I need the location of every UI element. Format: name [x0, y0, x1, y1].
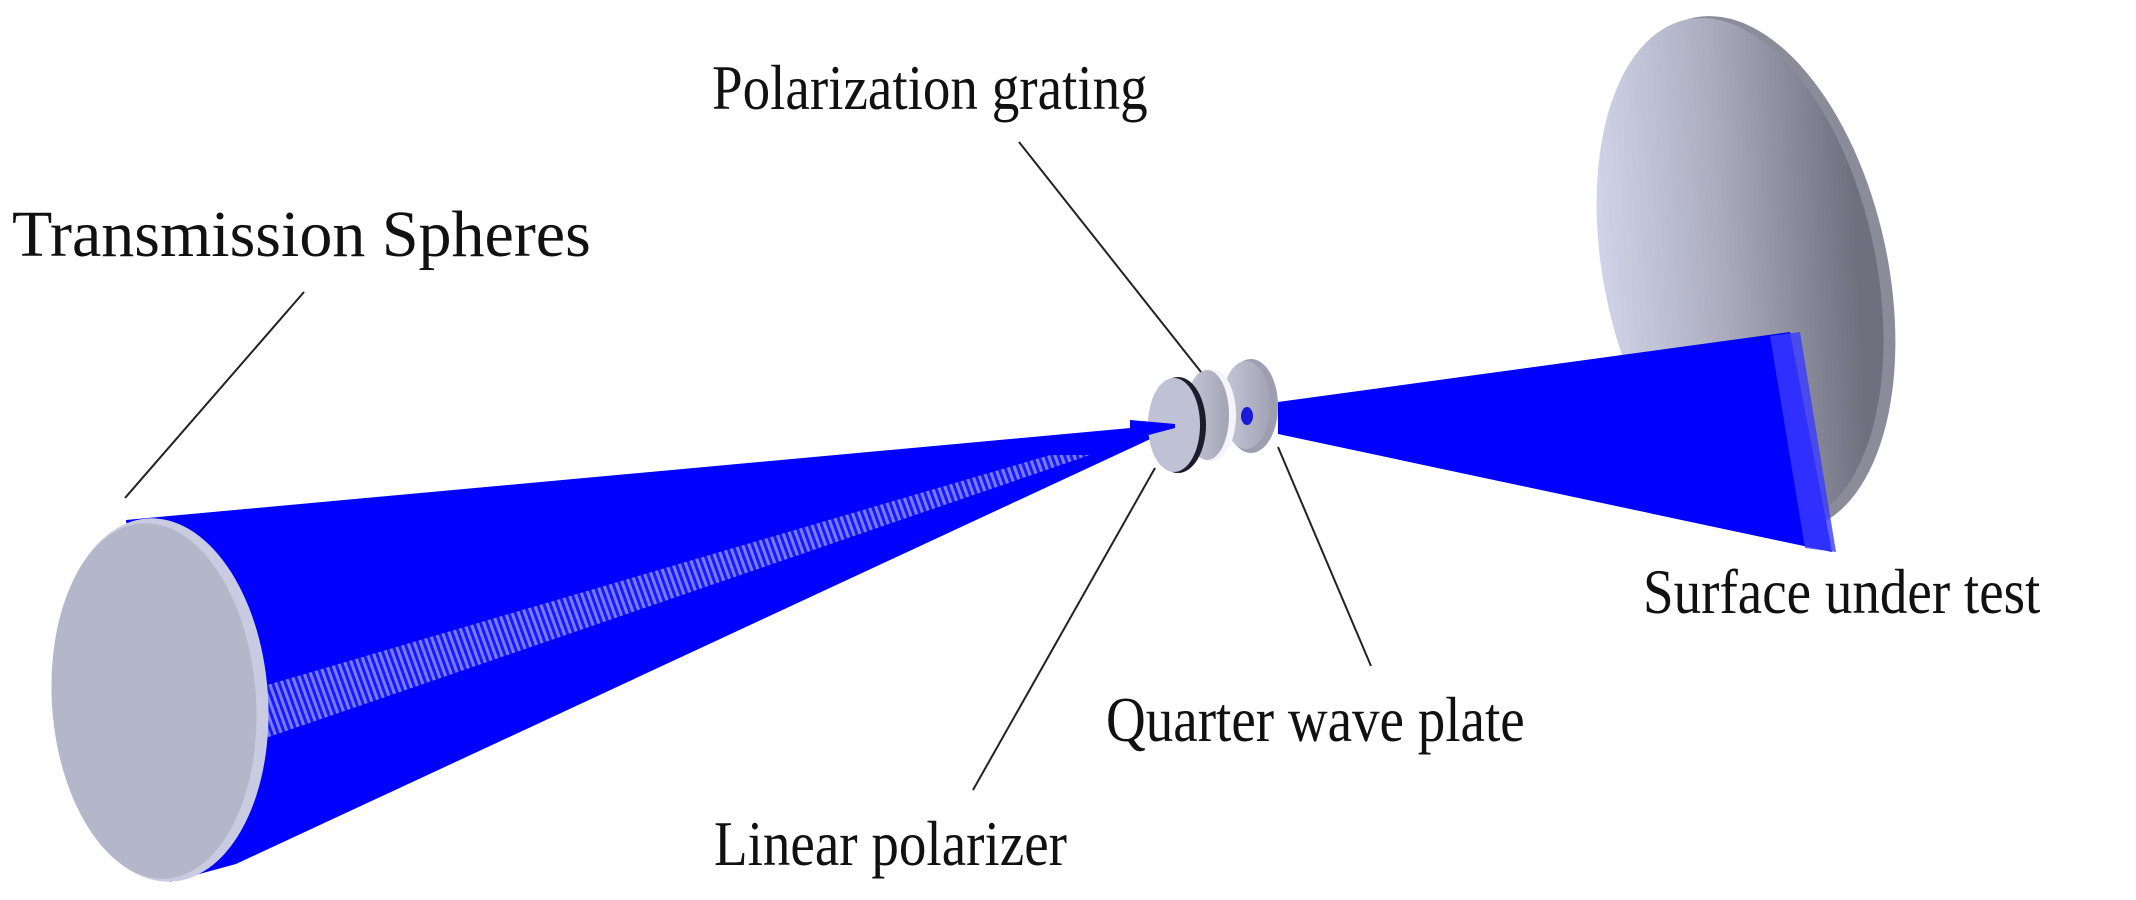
- transmission-sphere-disk: [51, 518, 269, 882]
- linear-polarizer: [1130, 377, 1206, 473]
- label-linear-polarizer: Linear polarizer: [714, 808, 1067, 879]
- leader-transmission-spheres: [124, 291, 305, 499]
- label-transmission-spheres: Transmission Spheres: [12, 198, 591, 271]
- transmission-beam: [126, 424, 1174, 882]
- leader-lines: [124, 141, 1372, 791]
- reflected-beam: [1278, 332, 1836, 552]
- label-polarization-grating: Polarization grating: [712, 52, 1148, 123]
- leader-quarter-wave-plate: [1277, 446, 1372, 667]
- label-surface-under-test: Surface under test: [1643, 556, 2041, 627]
- label-quarter-wave-plate: Quarter wave plate: [1106, 684, 1525, 755]
- polarization-optics-cluster: [1130, 359, 1278, 473]
- leader-polarization-grating: [1018, 141, 1202, 373]
- leader-linear-polarizer: [972, 467, 1156, 791]
